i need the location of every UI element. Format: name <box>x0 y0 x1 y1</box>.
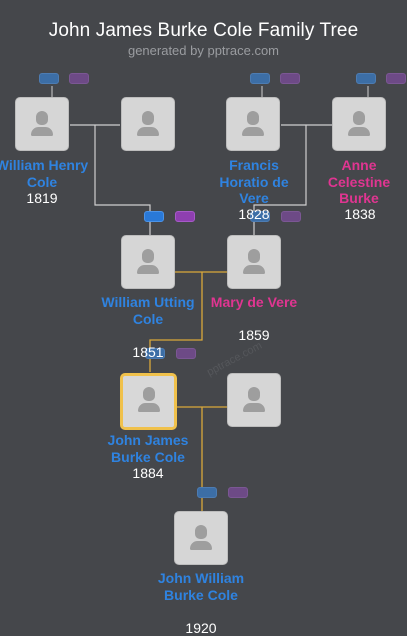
male-toggle-icon[interactable] <box>250 211 270 222</box>
person-silhouette-icon <box>248 387 260 401</box>
person-silhouette-icon <box>195 525 207 539</box>
person-silhouette-icon <box>353 111 365 125</box>
person-card-unknown-spouse[interactable] <box>121 97 175 151</box>
female-toggle-icon[interactable] <box>176 348 196 359</box>
person-birth-year: 1859 <box>238 327 270 343</box>
person-silhouette-icon <box>142 387 155 401</box>
person-name[interactable]: Anne Celestine Burke <box>327 157 391 206</box>
person-silhouette-icon <box>247 111 259 125</box>
person-card-william-henry-cole[interactable] <box>15 97 69 151</box>
male-toggle-icon[interactable] <box>145 348 165 359</box>
male-toggle-icon[interactable] <box>39 73 59 84</box>
person-card-francis-horatio-de-vere[interactable] <box>226 97 280 151</box>
person-name[interactable]: Francis Horatio de Vere <box>219 157 289 206</box>
person-card-john-james-burke-cole[interactable] <box>120 373 177 430</box>
person-silhouette-icon <box>142 111 154 125</box>
person-name[interactable]: Mary de Vere <box>210 294 298 310</box>
female-toggle-icon[interactable] <box>386 73 406 84</box>
person-card-mary-de-vere[interactable] <box>227 235 281 289</box>
female-toggle-icon[interactable] <box>69 73 89 84</box>
female-toggle-icon[interactable] <box>228 487 248 498</box>
person-birth-year: 1838 <box>344 206 376 222</box>
male-toggle-icon[interactable] <box>144 211 164 222</box>
person-name[interactable]: John William Burke Cole <box>157 570 245 603</box>
person-silhouette-icon <box>36 111 48 125</box>
person-silhouette-icon <box>142 249 154 263</box>
person-name[interactable]: William Henry Cole <box>0 157 89 190</box>
female-toggle-icon[interactable] <box>175 211 195 222</box>
person-birth-year: 1819 <box>26 190 58 206</box>
person-name[interactable]: William Utting Cole <box>101 294 195 327</box>
male-toggle-icon[interactable] <box>250 73 270 84</box>
person-silhouette-icon <box>248 249 260 263</box>
male-toggle-icon[interactable] <box>356 73 376 84</box>
female-toggle-icon[interactable] <box>281 211 301 222</box>
person-card-john-william-burke-cole[interactable] <box>174 511 228 565</box>
male-toggle-icon[interactable] <box>197 487 217 498</box>
person-birth-year: 1920 <box>185 620 217 636</box>
person-name[interactable]: John James Burke Cole <box>107 432 189 465</box>
page-title: John James Burke Cole Family Tree <box>48 20 359 41</box>
person-birth-year: 1884 <box>132 465 164 481</box>
female-toggle-icon[interactable] <box>280 73 300 84</box>
person-card-anne-celestine-burke[interactable] <box>332 97 386 151</box>
person-card-william-utting-cole[interactable] <box>121 235 175 289</box>
person-card-unknown-spouse[interactable] <box>227 373 281 427</box>
person-birth-year: 1828 <box>238 206 270 222</box>
person-birth-year: 1851 <box>132 344 164 360</box>
page-subtitle: generated by pptrace.com <box>127 43 280 58</box>
